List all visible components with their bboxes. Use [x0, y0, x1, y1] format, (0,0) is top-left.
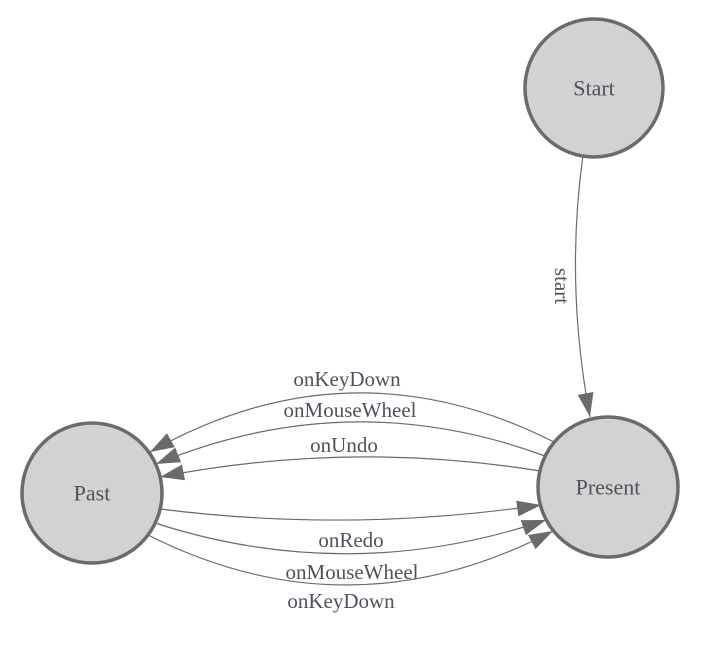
state-node-present[interactable]: Present — [536, 415, 680, 559]
edge-past-to-present-onkeydown[interactable]: onKeyDown — [147, 530, 554, 613]
edge-present-to-past-onmousewheel[interactable]: onMouseWheel — [155, 398, 546, 465]
edges-layer: start onKeyDown onMouseWheel onUndo onRedo on… — [147, 154, 594, 613]
edge-path-start-to-present[interactable] — [574, 154, 594, 418]
edge-label-present-to-past-onundo: onUndo — [310, 433, 378, 457]
state-node-past[interactable]: Past — [20, 421, 164, 565]
edge-label-present-to-past-onkeydown: onKeyDown — [293, 367, 401, 391]
edge-label-start-to-present: start — [550, 268, 574, 304]
edge-path-present-to-past-onkeydown[interactable] — [149, 392, 555, 453]
edge-path-past-to-present-onredo[interactable] — [159, 500, 542, 521]
state-label-present: Present — [576, 475, 641, 500]
edge-path-past-to-present-onmousewheel[interactable] — [154, 519, 547, 555]
edge-present-to-past-onundo[interactable]: onUndo — [159, 433, 541, 481]
state-circle-past[interactable] — [20, 421, 164, 565]
state-label-start: Start — [573, 76, 615, 101]
edge-past-to-present-onmousewheel[interactable]: onMouseWheel — [154, 519, 547, 584]
state-circle-present[interactable] — [536, 415, 680, 559]
edge-label-past-to-present-onkeydown: onKeyDown — [287, 589, 395, 613]
edge-label-past-to-present-onredo: onRedo — [318, 528, 383, 552]
edge-label-present-to-past-onmousewheel: onMouseWheel — [284, 398, 417, 422]
edge-past-to-present-onredo[interactable]: onRedo — [159, 500, 542, 552]
edge-path-present-to-past-onundo[interactable] — [159, 456, 541, 481]
edge-path-past-to-present-onkeydown[interactable] — [147, 530, 554, 586]
state-node-start[interactable]: Start — [523, 17, 665, 159]
state-circle-start[interactable] — [523, 17, 665, 159]
state-label-past: Past — [74, 481, 111, 506]
edge-label-past-to-present-onmousewheel: onMouseWheel — [286, 560, 419, 584]
edge-start-to-present[interactable]: start — [550, 154, 594, 418]
edge-path-present-to-past-onmousewheel[interactable] — [155, 421, 546, 465]
edge-present-to-past-onkeydown[interactable]: onKeyDown — [149, 367, 555, 453]
